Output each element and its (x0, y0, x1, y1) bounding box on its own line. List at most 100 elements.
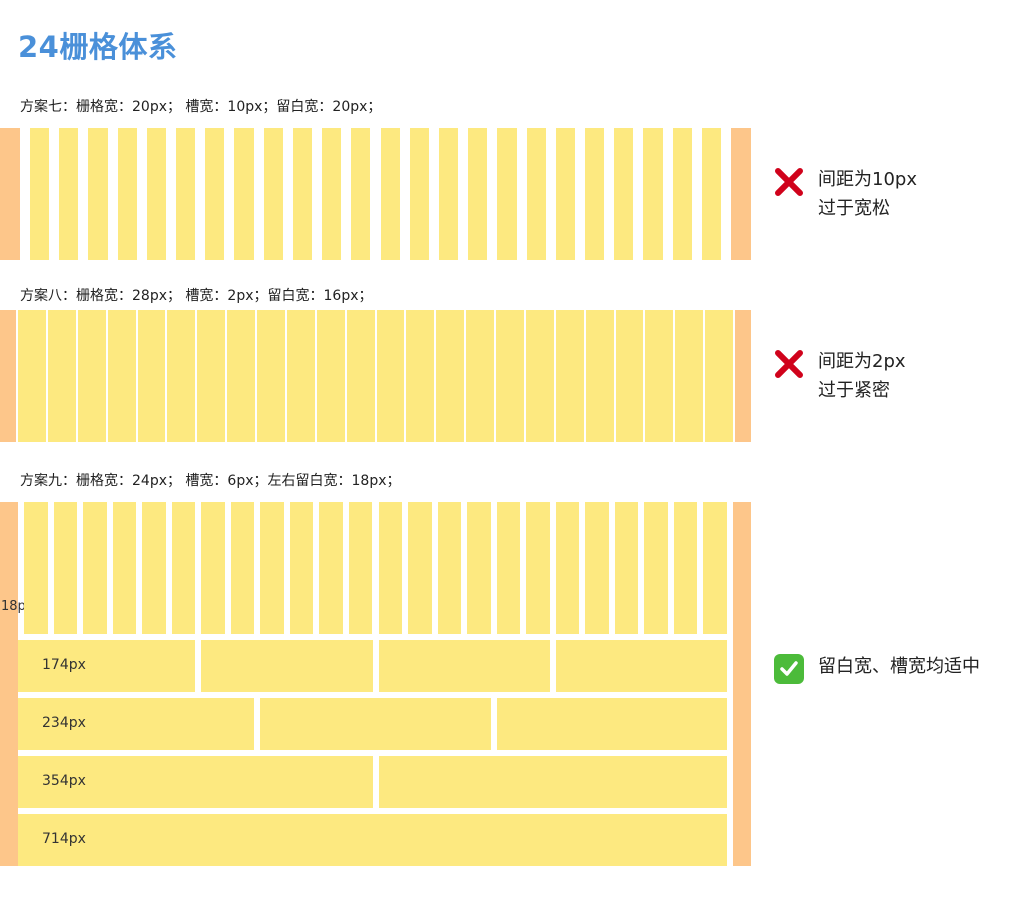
span-block (378, 640, 550, 692)
grid-column (526, 502, 550, 634)
span-width-label: 714px (42, 831, 86, 847)
grid-column (30, 128, 50, 260)
grid-column (107, 310, 136, 442)
scheme-7-note-line-2: 过于宽松 (818, 198, 890, 219)
grid-column (555, 310, 584, 442)
cross-icon (772, 347, 806, 381)
grid-column (466, 310, 494, 442)
grid-column (555, 502, 580, 634)
scheme-8-grid (0, 310, 751, 442)
grid-column (555, 128, 575, 260)
grid-column (112, 502, 137, 634)
scheme-8-caption: 方案八：栅格宽：28px； 槽宽：2px；留白宽：16px； (20, 288, 373, 304)
grid-column (53, 502, 78, 634)
grid-column (438, 128, 459, 260)
grid-column (346, 310, 375, 442)
grid-column (171, 502, 196, 634)
scheme-7-note-line-1: 间距为10px (818, 169, 917, 190)
grid-column (585, 502, 609, 634)
span-block (260, 698, 491, 750)
grid-column (137, 310, 166, 442)
grid-column (614, 502, 639, 634)
left-margin (0, 310, 16, 442)
scheme-8-note-line-1: 间距为2px (818, 351, 906, 372)
grid-column (176, 128, 196, 260)
grid-column (47, 310, 76, 442)
span-block (555, 640, 727, 692)
page-title: 24栅格体系 (18, 30, 178, 64)
grid-column (197, 310, 226, 442)
grid-column (376, 310, 405, 442)
grid-column (701, 128, 721, 260)
grid-column (142, 502, 166, 634)
grid-column (468, 128, 488, 260)
grid-column (644, 502, 668, 634)
grid-column (378, 502, 403, 634)
left-margin (0, 502, 18, 866)
grid-column (675, 310, 704, 442)
left-margin (0, 128, 20, 260)
grid-column (497, 128, 517, 260)
span-block (201, 640, 373, 692)
grid-column (59, 128, 79, 260)
span-block (378, 756, 727, 808)
check-icon (772, 652, 806, 686)
grid-column (467, 502, 491, 634)
grid-column (316, 310, 345, 442)
grid-column (703, 502, 727, 634)
scheme-8-note-line-2: 过于紧密 (818, 380, 890, 401)
span-block (496, 698, 727, 750)
grid-column (584, 128, 605, 260)
grid-column (525, 310, 554, 442)
grid-column (18, 310, 46, 442)
span-width-label: 354px (42, 773, 86, 789)
grid-column (615, 310, 644, 442)
grid-column (348, 502, 373, 634)
grid-column (672, 128, 692, 260)
span-width-label: 234px (42, 715, 86, 731)
span-block: 234px (18, 698, 255, 750)
right-margin (733, 502, 751, 866)
grid-column (526, 128, 546, 260)
span-block: 714px (18, 814, 727, 866)
scheme-7-grid (0, 128, 751, 260)
grid-column (585, 310, 614, 442)
grid-column (351, 128, 371, 260)
grid-column (227, 310, 255, 442)
grid-column (705, 310, 733, 442)
grid-column (234, 128, 254, 260)
cross-icon (772, 165, 806, 199)
grid-column (437, 502, 462, 634)
grid-column (645, 310, 674, 442)
grid-column (406, 310, 435, 442)
grid-column (230, 502, 255, 634)
grid-column (496, 310, 524, 442)
grid-column (167, 310, 196, 442)
grid-column (673, 502, 698, 634)
right-margin (731, 128, 751, 260)
scheme-7-caption: 方案七：栅格宽：20px； 槽宽：10px；留白宽：20px； (20, 99, 382, 115)
grid-column (409, 128, 429, 260)
scheme-9-note-line-1: 留白宽、槽宽均适中 (818, 656, 980, 677)
grid-column (263, 128, 283, 260)
scheme-9-caption: 方案九：栅格宽：24px； 槽宽：6px；左右留白宽：18px； (20, 473, 401, 489)
grid-column (322, 128, 342, 260)
scheme-7-note: 间距为10px 过于宽松 (772, 165, 917, 223)
grid-column (496, 502, 521, 634)
grid-column (88, 128, 108, 260)
grid-column (292, 128, 313, 260)
scheme-8-note: 间距为2px 过于紧密 (772, 347, 906, 405)
span-block: 174px (18, 640, 196, 692)
right-margin (735, 310, 751, 442)
grid-column (614, 128, 634, 260)
grid-column (201, 502, 225, 634)
grid-column (380, 128, 400, 260)
grid-column (83, 502, 107, 634)
grid-column (643, 128, 663, 260)
grid-column (146, 128, 167, 260)
span-width-label: 174px (42, 657, 86, 673)
grid-column (408, 502, 432, 634)
grid-column (260, 502, 284, 634)
grid-column (24, 502, 48, 634)
